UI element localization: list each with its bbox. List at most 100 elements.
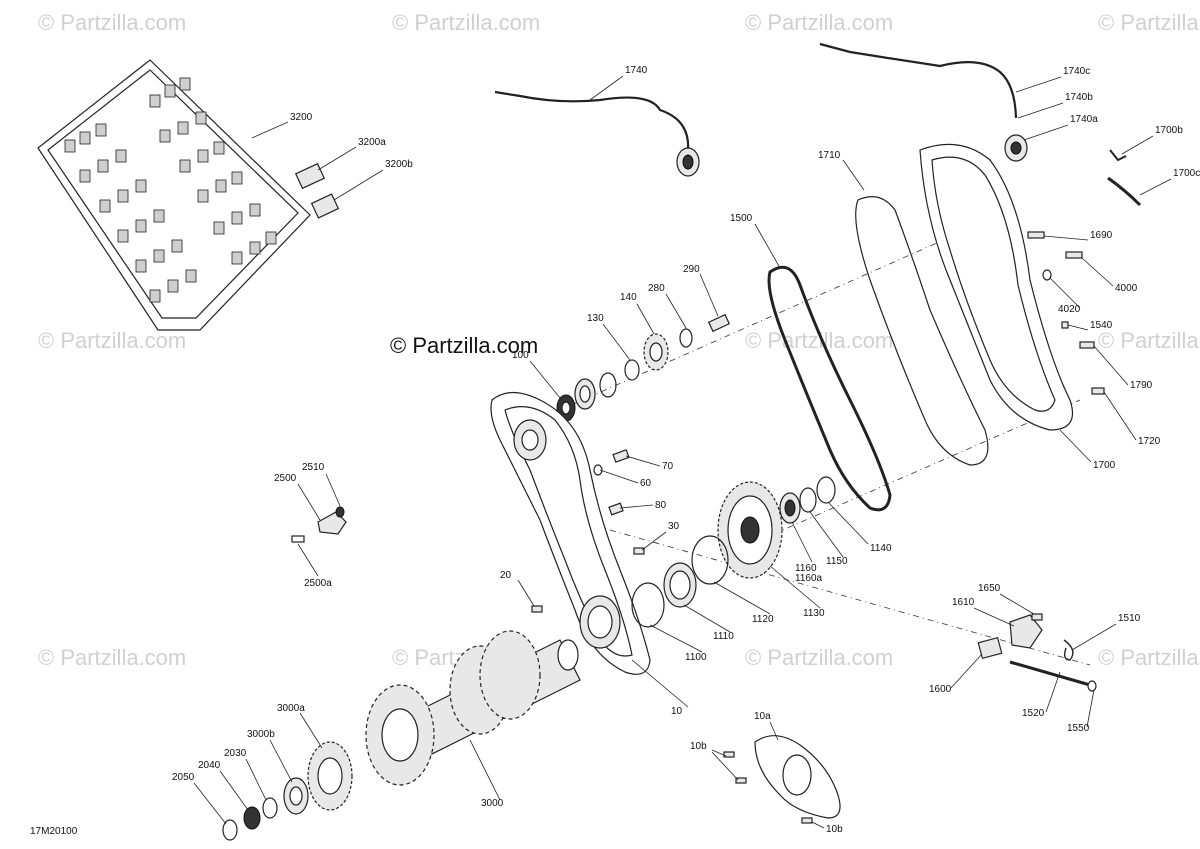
part-1130-gear xyxy=(717,481,783,579)
watermark-layer: © Partzilla.com © Partzilla.com © Partzi… xyxy=(38,10,1200,670)
part-2030-ring xyxy=(262,797,278,819)
part-30-pin xyxy=(633,547,645,555)
callout-c1130: 1130 xyxy=(803,608,825,619)
part-1700b-clip xyxy=(1109,149,1127,162)
axis-line xyxy=(559,214,1001,411)
part-seal xyxy=(579,595,621,649)
callout-c70: 70 xyxy=(662,461,674,472)
callout-c280: 280 xyxy=(648,283,665,294)
watermark-main: © Partzilla.com xyxy=(390,333,538,358)
callout-c1510: 1510 xyxy=(1118,613,1141,624)
part-1110-bearing xyxy=(663,562,697,608)
callout-c1140: 1140 xyxy=(870,543,892,554)
callout-c3200a: 3200a xyxy=(358,137,386,148)
watermark: © Partzilla.com xyxy=(1098,645,1200,670)
part-2500-bracket xyxy=(291,506,347,543)
part-1600-knob xyxy=(977,614,1043,660)
callout-c1160a: 1160a xyxy=(795,573,823,584)
callout-c1520: 1520 xyxy=(1022,708,1045,719)
callout-c1710: 1710 xyxy=(818,150,841,161)
callout-c100: 100 xyxy=(512,350,529,361)
part-1650-screw xyxy=(1031,613,1043,621)
callout-c1120: 1120 xyxy=(752,614,774,625)
watermark: © Partzilla.com xyxy=(38,645,186,670)
callout-c2050: 2050 xyxy=(172,772,195,783)
callout-c1740: 1740 xyxy=(625,65,648,76)
callout-c1500: 1500 xyxy=(730,213,753,224)
callout-c1110: 1110 xyxy=(713,631,734,642)
callout-c1740b: 1740b xyxy=(1065,92,1093,103)
callout-c20: 20 xyxy=(500,570,512,581)
watermark: © Partzilla.com xyxy=(745,645,893,670)
callout-c1540: 1540 xyxy=(1090,320,1113,331)
part-1740c-cable xyxy=(819,42,1028,162)
callout-c1700c: 1700c xyxy=(1173,168,1200,179)
part-1500-chain xyxy=(767,265,892,512)
part-1720-bolt xyxy=(1091,387,1105,395)
callout-c1650: 1650 xyxy=(978,583,1001,594)
part-1700c-hose xyxy=(1107,176,1142,207)
part-60-washer xyxy=(593,464,603,476)
watermark: © Partzilla.com xyxy=(745,10,893,35)
callout-c10a: 10a xyxy=(754,711,771,722)
part-3200-slide-mat xyxy=(37,59,311,331)
part-3200a-slider xyxy=(294,162,326,190)
part-1150-washer xyxy=(799,487,817,513)
part-4020-washer xyxy=(1042,269,1052,281)
part-1140-ring xyxy=(816,476,836,504)
callout-c10b2: 10b xyxy=(826,824,843,835)
callout-c2510: 2510 xyxy=(302,462,325,473)
part-70-bolt xyxy=(612,449,630,463)
callout-c1160: 1160 xyxy=(795,563,817,574)
callout-c1720: 1720 xyxy=(1138,436,1161,447)
part-1120-ring xyxy=(691,535,729,585)
callout-c1740c: 1740c xyxy=(1063,66,1090,77)
watermark: © Partzilla.com xyxy=(1098,328,1200,353)
callout-c10b1: 10b xyxy=(690,741,707,752)
watermark: © Partzilla.com xyxy=(38,10,186,35)
callout-c3200: 3200 xyxy=(290,112,313,123)
part-1700-chaincase-cover xyxy=(919,143,1074,431)
part-1710-gasket xyxy=(855,196,989,466)
part-80-bolt xyxy=(608,502,624,516)
callout-c140: 140 xyxy=(620,292,637,303)
callout-c4020: 4020 xyxy=(1058,304,1081,315)
watermark: © Partzilla.com xyxy=(1098,10,1200,35)
callout-c1600: 1600 xyxy=(929,684,952,695)
callout-c2040: 2040 xyxy=(198,760,221,771)
callout-c4000: 4000 xyxy=(1115,283,1138,294)
callout-c2030: 2030 xyxy=(224,748,247,759)
part-1520-rod xyxy=(1009,660,1097,692)
callout-c3000b: 3000b xyxy=(247,729,275,740)
part-1690-bolt xyxy=(1027,231,1045,239)
part-290-bolt xyxy=(707,313,731,333)
callout-c1700b: 1700b xyxy=(1155,125,1183,136)
part-130-spacer xyxy=(624,359,640,381)
callout-c1700: 1700 xyxy=(1093,460,1116,471)
callout-c10: 10 xyxy=(671,706,683,717)
leader-lines xyxy=(193,75,1172,829)
watermark: © Partzilla.com xyxy=(38,328,186,353)
part-3000-drive-shaft xyxy=(365,630,581,786)
callout-c2500: 2500 xyxy=(274,473,297,484)
callout-c3000a: 3000a xyxy=(277,703,305,714)
callout-c130: 130 xyxy=(587,313,604,324)
part-1510-pin xyxy=(1063,639,1074,661)
callout-c3200b: 3200b xyxy=(385,159,413,170)
callout-c1150: 1150 xyxy=(826,556,848,567)
callout-c1550: 1550 xyxy=(1067,723,1090,734)
part-4000-bolt xyxy=(1065,251,1083,259)
part-ring xyxy=(599,372,617,398)
part-3200b-slider xyxy=(310,193,340,219)
part-1160-bearing xyxy=(779,492,801,524)
callout-c2500a: 2500a xyxy=(304,578,332,589)
callout-c1790: 1790 xyxy=(1130,380,1153,391)
part-280-washer xyxy=(679,328,693,348)
part-2050-circlip xyxy=(222,819,238,841)
part-1100-seal xyxy=(631,582,665,628)
watermark: © Partzilla.com xyxy=(392,10,540,35)
callout-c1100: 1100 xyxy=(685,652,707,663)
part-2040-nut xyxy=(243,806,261,830)
part-bearing xyxy=(574,378,596,410)
